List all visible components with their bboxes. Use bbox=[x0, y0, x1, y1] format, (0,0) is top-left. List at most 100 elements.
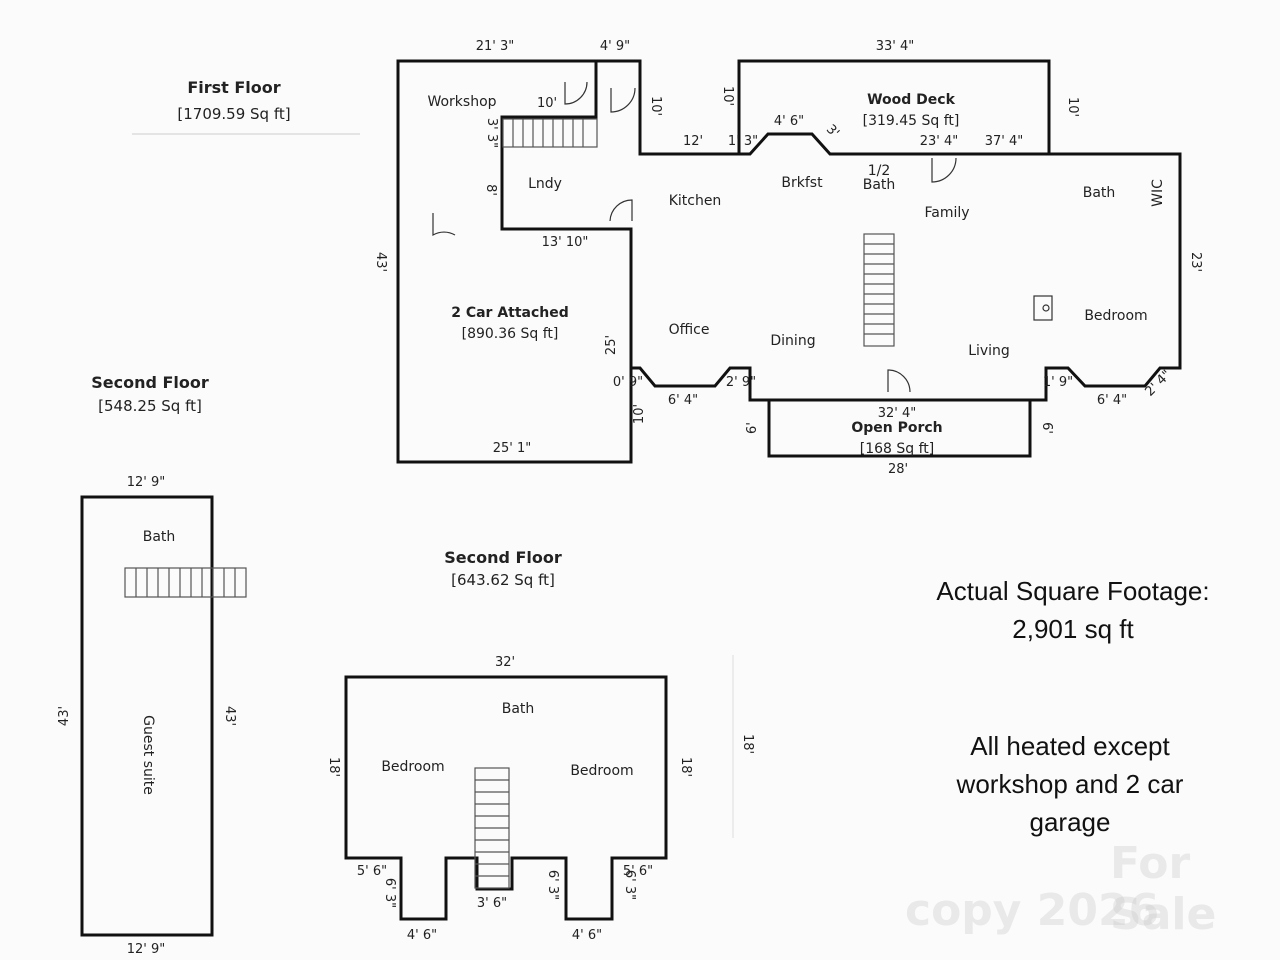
dim-12: 12' bbox=[683, 134, 703, 149]
room-open-porch-area: [168 Sq ft] bbox=[860, 441, 935, 457]
dim-6-porch-right: 6' bbox=[1039, 422, 1054, 434]
room-upper-bedroom-left: Bedroom bbox=[381, 759, 444, 775]
first-floor-area: [1709.59 Sq ft] bbox=[177, 105, 290, 123]
heated-line-3: garage bbox=[1029, 807, 1111, 837]
dim-43-right: 43' bbox=[222, 706, 237, 726]
dim-10-porch: 10' bbox=[632, 404, 647, 424]
tub-drain-icon bbox=[1042, 304, 1050, 312]
room-open-porch: Open Porch bbox=[851, 420, 942, 436]
wood-deck-outline bbox=[737, 59, 1051, 154]
dim-18-far: 18' bbox=[740, 734, 755, 754]
first-floor-title: First Floor bbox=[187, 78, 280, 97]
upper-floor-stairs bbox=[474, 767, 510, 889]
room-half-bath-line1: 1/2 bbox=[868, 163, 891, 179]
dim-10-deck-right: 10' bbox=[1065, 97, 1080, 117]
dim-28: 28' bbox=[888, 462, 908, 477]
square-footage-note: Actual Square Footage: 2,901 sq ft bbox=[893, 572, 1253, 648]
dim-32: 32' bbox=[495, 655, 515, 670]
dim-1-9: 1' 9" bbox=[1043, 375, 1073, 390]
dim-1-3: 1' 3" bbox=[728, 134, 758, 149]
dim-2-9: 2' 9" bbox=[726, 375, 756, 390]
door-arc-half-bath bbox=[931, 157, 957, 183]
dim-10-deck-left: 10' bbox=[720, 86, 735, 106]
room-wood-deck-area: [319.45 Sq ft] bbox=[863, 113, 960, 129]
dim-33-4: 33' 4" bbox=[876, 39, 915, 54]
second-floor-center-title: Second Floor bbox=[444, 548, 562, 567]
room-kitchen: Kitchen bbox=[669, 193, 722, 209]
dim-21-3: 21' 3" bbox=[476, 39, 515, 54]
dim-6-porch-left: 6' bbox=[745, 422, 760, 434]
door-arc-front bbox=[887, 369, 911, 393]
dim-23: 23' bbox=[1188, 252, 1203, 272]
main-house-outline bbox=[596, 59, 1182, 402]
heated-line-2: workshop and 2 car bbox=[956, 769, 1184, 799]
dim-18-left: 18' bbox=[326, 757, 341, 777]
square-footage-label: Actual Square Footage: bbox=[936, 576, 1210, 606]
dim-4-6-left: 4' 6" bbox=[407, 928, 437, 943]
guest-suite-outline bbox=[80, 495, 214, 937]
heated-note: All heated except workshop and 2 car gar… bbox=[890, 727, 1250, 841]
dim-6-3-left: 6' 3" bbox=[382, 878, 397, 908]
guest-suite-stairs bbox=[124, 567, 247, 598]
room-garage-area: [890.36 Sq ft] bbox=[462, 326, 559, 342]
door-arc-workshop-2 bbox=[610, 87, 636, 113]
dim-4-6-deck: 4' 6" bbox=[774, 114, 804, 129]
dim-4-6-right: 4' 6" bbox=[572, 928, 602, 943]
dim-2-4: 2' 4" bbox=[1143, 368, 1175, 400]
room-guest-bath: Bath bbox=[143, 529, 176, 545]
dim-25: 25' bbox=[604, 335, 619, 355]
room-upper-bath: Bath bbox=[502, 701, 535, 717]
room-brkfst: Brkfst bbox=[781, 175, 823, 191]
dim-12-9-top: 12' 9" bbox=[127, 475, 166, 490]
room-upper-bedroom-right: Bedroom bbox=[570, 763, 633, 779]
room-dining: Dining bbox=[770, 333, 815, 349]
room-lndy: Lndy bbox=[528, 176, 562, 192]
dim-3-6: 3' 6" bbox=[477, 896, 507, 911]
dim-3-3: 3' 3" bbox=[484, 118, 499, 148]
dim-43-main: 43' bbox=[373, 252, 388, 272]
open-porch-outline bbox=[767, 400, 1032, 458]
dim-10-hall: 10' bbox=[648, 96, 663, 116]
door-arc-garage bbox=[432, 213, 456, 237]
room-family: Family bbox=[924, 205, 969, 221]
room-garage: 2 Car Attached bbox=[451, 305, 569, 321]
dim-5-6-right: 5' 6" bbox=[623, 864, 653, 879]
room-bath-main: Bath bbox=[1083, 185, 1116, 201]
dim-12-9-bottom: 12' 9" bbox=[127, 942, 166, 957]
second-floor-center-area: [643.62 Sq ft] bbox=[451, 571, 555, 589]
room-wic: WIC bbox=[1150, 179, 1166, 207]
watermark-line-1: For Sale bbox=[1110, 838, 1217, 940]
tub-icon bbox=[1033, 295, 1053, 321]
dim-6-4-left: 6' 4" bbox=[668, 393, 698, 408]
room-living: Living bbox=[968, 343, 1010, 359]
dim-32-4: 32' 4" bbox=[878, 406, 917, 421]
dim-8: 8' bbox=[483, 184, 498, 196]
watermark-line-2: copy 2026 bbox=[905, 885, 1160, 936]
room-guest-suite: Guest suite bbox=[140, 715, 156, 795]
door-arc-workshop bbox=[564, 81, 588, 105]
dim-3: 3' bbox=[823, 122, 842, 141]
room-wood-deck: Wood Deck bbox=[867, 92, 955, 108]
dim-6-3-right: 6' 3" bbox=[622, 870, 637, 900]
main-stairs bbox=[863, 233, 895, 347]
room-bedroom-main: Bedroom bbox=[1084, 308, 1147, 324]
door-arc-lndy bbox=[609, 199, 633, 222]
dim-43-left: 43' bbox=[57, 706, 72, 726]
second-floor-left-title: Second Floor bbox=[91, 373, 209, 392]
room-workshop: Workshop bbox=[427, 94, 496, 110]
dim-6-4-right: 6' 4" bbox=[1097, 393, 1127, 408]
dim-0-9: 0' 9" bbox=[613, 375, 643, 390]
dim-6-3-center: 6' 3" bbox=[545, 870, 560, 900]
square-footage-value: 2,901 sq ft bbox=[1012, 614, 1134, 644]
dim-18-right: 18' bbox=[678, 757, 693, 777]
upper-floor-outline bbox=[344, 675, 668, 921]
dim-13-10: 13' 10" bbox=[542, 235, 589, 250]
room-half-bath-line2: Bath bbox=[863, 177, 896, 193]
dim-25-1: 25' 1" bbox=[493, 441, 532, 456]
workshop-stairs bbox=[502, 118, 598, 148]
room-office: Office bbox=[669, 322, 710, 338]
dim-10-workshop: 10' bbox=[537, 96, 557, 111]
second-floor-left-area: [548.25 Sq ft] bbox=[98, 397, 202, 415]
heated-line-1: All heated except bbox=[970, 731, 1170, 761]
